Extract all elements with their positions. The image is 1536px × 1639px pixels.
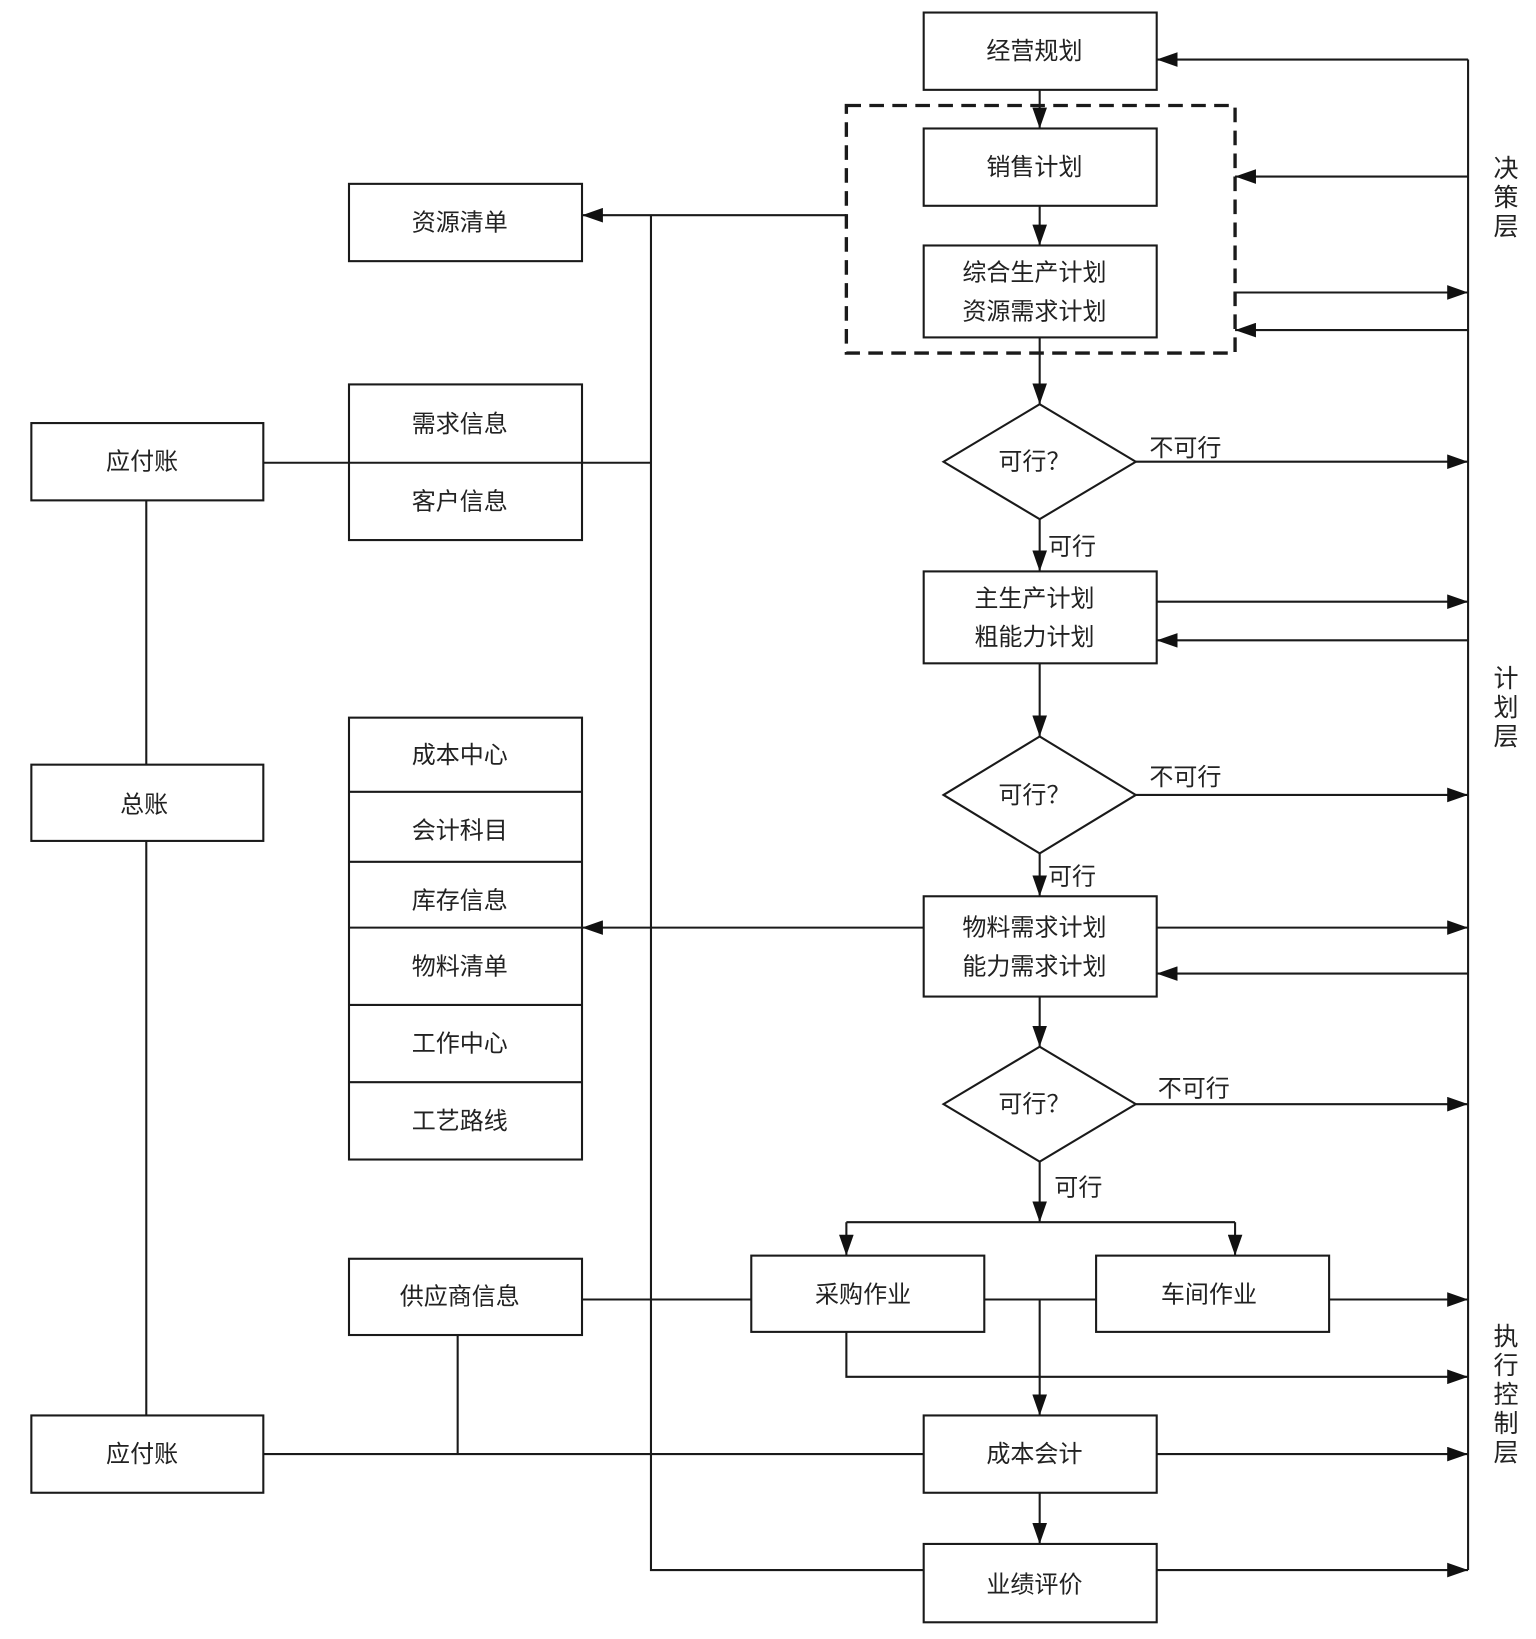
entity-supplier-info[interactable]: 供应商信息 (347, 1257, 584, 1337)
arrow-purchasing-to-bus (845, 1331, 1469, 1385)
node-label-line-1: 主生产计划 (974, 585, 1094, 613)
entity-label: 资源清单 (412, 209, 508, 237)
node-box (922, 127, 1158, 207)
node-label: 业绩评价 (986, 1571, 1082, 1599)
decision-diamond (941, 403, 1138, 521)
decision-yes-label: 可行 (1048, 862, 1096, 890)
node-box (750, 1254, 986, 1333)
entity-label-inventory: 库存信息 (412, 886, 508, 914)
entity-resource-list[interactable]: 资源清单 (347, 182, 584, 263)
node-aggregate-plan[interactable]: 综合生产计划 资源需求计划 (922, 244, 1158, 339)
entity-label-cost-center: 成本中心 (412, 741, 508, 769)
entity-master-data-stack[interactable]: 成本中心 会计科目 库存信息 物料清单 工作中心 工艺路线 (347, 716, 584, 1161)
decision-1[interactable]: 可行？ 不可行 可行 (941, 403, 1222, 560)
entity-label-bom: 物料清单 (412, 952, 508, 980)
entity-label-work-center: 工作中心 (412, 1030, 508, 1058)
decision-diamond (941, 1045, 1138, 1163)
node-label-line-1: 物料需求计划 (962, 914, 1106, 942)
decision-yes-label: 可行 (1048, 532, 1096, 560)
entity-label-customer: 客户信息 (412, 487, 508, 515)
node-label-line-2: 资源需求计划 (962, 297, 1106, 325)
decision-diamond (941, 735, 1138, 855)
node-label-line-2: 粗能力计划 (974, 623, 1094, 651)
finance-box (30, 763, 265, 842)
entity-label-accounts: 会计科目 (412, 816, 508, 844)
layer-label-decision: 决策层 (1490, 155, 1519, 242)
finance-payable-top[interactable]: 应付账 (30, 422, 265, 502)
decision-2[interactable]: 可行？ 不可行 可行 (941, 735, 1222, 890)
performance-to-resource-line (649, 215, 924, 1572)
node-label-line-2: 能力需求计划 (962, 952, 1106, 980)
node-label: 采购作业 (815, 1280, 911, 1308)
finance-label: 总账 (120, 790, 168, 818)
node-performance-eval[interactable]: 业绩评价 (922, 1542, 1158, 1624)
node-label: 成本会计 (986, 1440, 1082, 1468)
node-purchasing[interactable]: 采购作业 (750, 1254, 986, 1333)
node-label: 销售计划 (986, 153, 1082, 181)
node-cost-accounting[interactable]: 成本会计 (922, 1414, 1158, 1494)
node-sales-plan[interactable]: 销售计划 (922, 127, 1158, 207)
node-box (922, 570, 1158, 665)
finance-payable-bottom[interactable]: 应付账 (30, 1414, 265, 1494)
finance-box (30, 422, 265, 502)
decision-no-label: 不可行 (1149, 434, 1221, 462)
node-box (922, 244, 1158, 339)
node-label: 经营规划 (986, 37, 1082, 65)
entity-demand-customer[interactable]: 需求信息 客户信息 (347, 383, 584, 542)
node-material-plan[interactable]: 物料需求计划 能力需求计划 (922, 895, 1158, 998)
finance-label: 应付账 (106, 1440, 178, 1468)
node-box (922, 11, 1158, 91)
node-box (922, 1542, 1158, 1624)
entity-label-demand: 需求信息 (412, 410, 508, 438)
layer-label-execution: 执行控制层 (1490, 1323, 1519, 1468)
entity-label: 供应商信息 (400, 1282, 520, 1310)
entity-label-routing: 工艺路线 (412, 1107, 508, 1135)
decision-question: 可行？ (998, 448, 1070, 476)
decision-3[interactable]: 可行？ 不可行 可行 (941, 1045, 1230, 1202)
decision-no-label: 不可行 (1158, 1074, 1230, 1102)
node-box (1095, 1254, 1331, 1333)
entity-box (347, 182, 584, 263)
node-label: 车间作业 (1161, 1280, 1257, 1308)
node-label-line-1: 综合生产计划 (962, 259, 1106, 287)
node-shop-floor[interactable]: 车间作业 (1095, 1254, 1331, 1333)
node-box (922, 895, 1158, 998)
finance-box (30, 1414, 265, 1494)
node-business-planning[interactable]: 经营规划 (922, 11, 1158, 91)
decision-question: 可行？ (998, 781, 1070, 809)
entity-box (347, 1257, 584, 1337)
decision-yes-label: 可行 (1054, 1174, 1102, 1202)
decision-group-frame (844, 103, 1237, 355)
finance-general-ledger[interactable]: 总账 (30, 763, 265, 842)
layer-label-planning: 计划层 (1490, 665, 1519, 752)
node-master-schedule[interactable]: 主生产计划 粗能力计划 (922, 570, 1158, 665)
node-box (922, 1414, 1158, 1494)
decision-question: 可行？ (998, 1090, 1070, 1118)
finance-label: 应付账 (106, 448, 178, 476)
entity-box (347, 716, 584, 1161)
decision-no-label: 不可行 (1149, 763, 1221, 791)
